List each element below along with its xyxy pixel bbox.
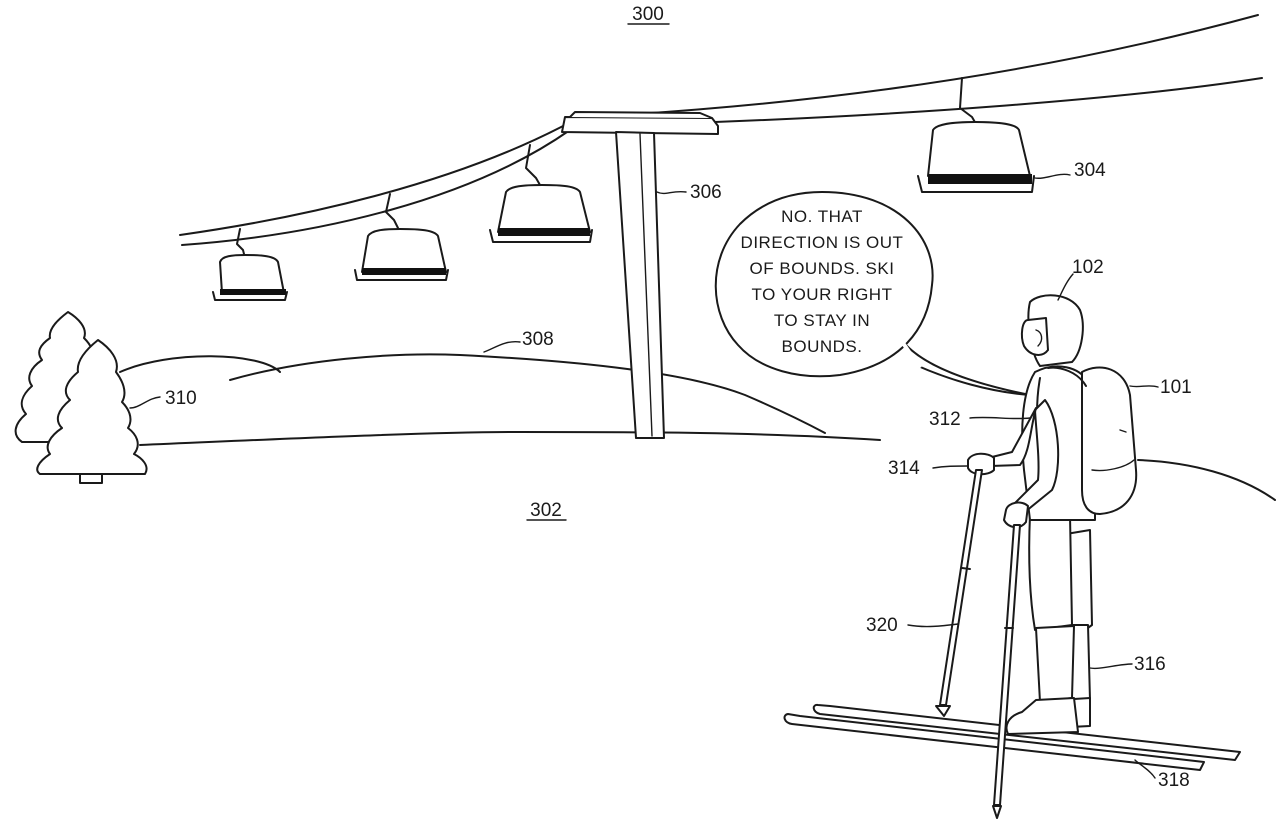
skis <box>783 703 1241 771</box>
bubble-line-5: TO STAY IN <box>774 311 870 330</box>
chairlift-chair-3 <box>489 144 593 243</box>
skier <box>967 294 1138 735</box>
chairlift-chair-2 <box>354 193 449 281</box>
label-302: 302 <box>530 500 562 521</box>
label-318: 318 <box>1158 770 1190 791</box>
label-304: 304 <box>1074 160 1106 181</box>
label-312: 312 <box>929 409 961 430</box>
leader-lines <box>129 173 1159 779</box>
bubble-line-4: TO YOUR RIGHT <box>752 285 893 304</box>
label-314: 314 <box>888 458 920 479</box>
label-310: 310 <box>165 388 197 409</box>
lift-cables <box>179 14 1263 246</box>
figure-number: 300 <box>632 4 664 25</box>
label-101: 101 <box>1160 377 1192 398</box>
bubble-line-1: NO. THAT <box>781 207 863 226</box>
bubble-line-3: OF BOUNDS. SKI <box>750 259 895 278</box>
pine-trees <box>14 311 148 484</box>
label-102: 102 <box>1072 257 1104 278</box>
reference-labels: 304 306 308 310 102 101 312 314 320 316 … <box>165 160 1192 791</box>
label-320: 320 <box>866 615 898 636</box>
background-hills <box>119 353 1276 501</box>
chairlift-chair-1 <box>212 228 288 301</box>
label-306: 306 <box>690 182 722 203</box>
speech-bubble: NO. THAT DIRECTION IS OUT OF BOUNDS. SKI… <box>714 191 1031 396</box>
lift-tower <box>561 111 719 439</box>
chairlift-chair-4 <box>917 77 1035 193</box>
bubble-line-6: BOUNDS. <box>782 337 863 356</box>
ski-poles <box>935 469 1021 819</box>
label-308: 308 <box>522 329 554 350</box>
label-316: 316 <box>1134 654 1166 675</box>
bubble-line-2: DIRECTION IS OUT <box>741 233 904 252</box>
